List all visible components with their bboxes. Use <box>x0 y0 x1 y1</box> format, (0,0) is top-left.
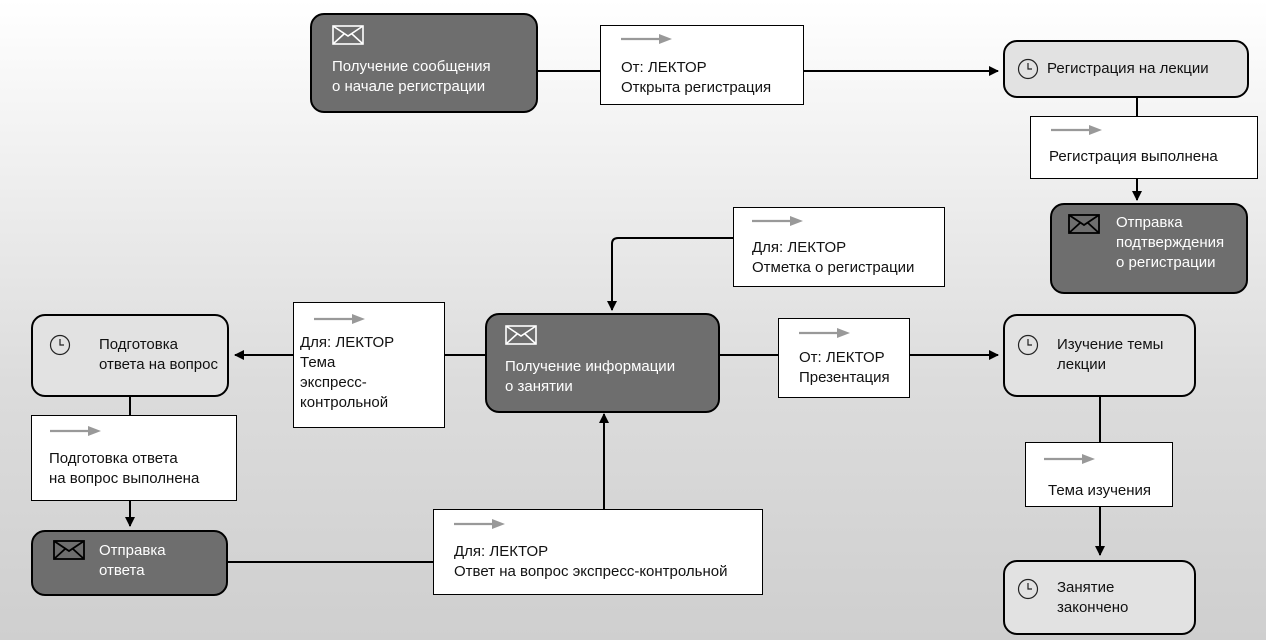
node-label: Получение информации о занятии <box>505 358 676 395</box>
clock-icon <box>1017 334 1039 356</box>
node-label: Регистрация на лекции <box>1047 60 1209 77</box>
message-label: От: ЛЕКТОР Открыта регистрация <box>621 59 772 96</box>
envelope-icon <box>1068 214 1100 234</box>
node-label: Изучение темы лекции <box>1057 336 1164 373</box>
envelope-icon <box>53 540 85 560</box>
message-arrow-icon <box>1044 454 1095 464</box>
message-answer-prepared[interactable]: Подготовка ответа на вопрос выполнена <box>31 415 237 501</box>
envelope-icon <box>505 325 537 345</box>
message-arrow-icon <box>454 519 505 529</box>
clock-icon <box>49 334 71 356</box>
message-registration-opened[interactable]: От: ЛЕКТОР Открыта регистрация <box>600 25 804 105</box>
message-study-topic[interactable]: Тема изучения <box>1025 442 1173 507</box>
message-presentation[interactable]: От: ЛЕКТОР Презентация <box>778 318 910 398</box>
message-arrow-icon <box>752 216 803 226</box>
message-quiz-answer[interactable]: Для: ЛЕКТОР Ответ на вопрос экспресс-кон… <box>433 509 763 595</box>
clock-icon <box>1017 578 1039 600</box>
message-arrow-icon <box>621 34 672 44</box>
message-label: Для: ЛЕКТОР Отметка о регистрации <box>752 239 915 276</box>
message-arrow-icon <box>50 426 101 436</box>
flow-registration-mark-to-class-info <box>607 237 733 311</box>
node-class-finished[interactable]: Занятие закончено <box>1003 560 1196 635</box>
node-registration[interactable]: Регистрация на лекции <box>1003 40 1249 98</box>
message-label: Для: ЛЕКТОР Тема экспресс- контрольной <box>300 334 395 411</box>
message-label: Подготовка ответа на вопрос выполнена <box>49 450 200 487</box>
message-registration-mark[interactable]: Для: ЛЕКТОР Отметка о регистрации <box>733 207 945 287</box>
node-label: Отправка ответа <box>99 542 166 579</box>
node-send-confirmation[interactable]: Отправка подтверждения о регистрации <box>1050 203 1248 294</box>
message-label: Тема изучения <box>1048 482 1152 499</box>
node-label: Занятие закончено <box>1057 579 1129 616</box>
node-label: Отправка подтверждения о регистрации <box>1116 214 1225 271</box>
message-label: Регистрация выполнена <box>1049 148 1218 165</box>
envelope-icon <box>332 25 364 45</box>
message-label: Для: ЛЕКТОР Ответ на вопрос экспресс-кон… <box>454 543 728 580</box>
node-label: Подготовка ответа на вопрос <box>99 336 218 373</box>
node-prepare-answer[interactable]: Подготовка ответа на вопрос <box>31 314 229 397</box>
message-label: От: ЛЕКТОР Презентация <box>799 349 890 386</box>
message-arrow-icon <box>799 328 850 338</box>
message-arrow-icon <box>314 314 365 324</box>
node-receive-class-info[interactable]: Получение информации о занятии <box>485 313 720 413</box>
message-arrow-icon <box>1051 125 1102 135</box>
clock-icon <box>1017 58 1039 80</box>
node-study-topic[interactable]: Изучение темы лекции <box>1003 314 1196 397</box>
node-send-answer[interactable]: Отправка ответа <box>31 530 228 596</box>
message-quiz-topic[interactable]: Для: ЛЕКТОР Тема экспресс- контрольной <box>293 302 445 428</box>
message-registration-done[interactable]: Регистрация выполнена <box>1030 116 1258 179</box>
node-receive-registration-start[interactable]: Получение сообщения о начале регистрации <box>310 13 538 113</box>
node-label: Получение сообщения о начале регистрации <box>332 58 491 95</box>
